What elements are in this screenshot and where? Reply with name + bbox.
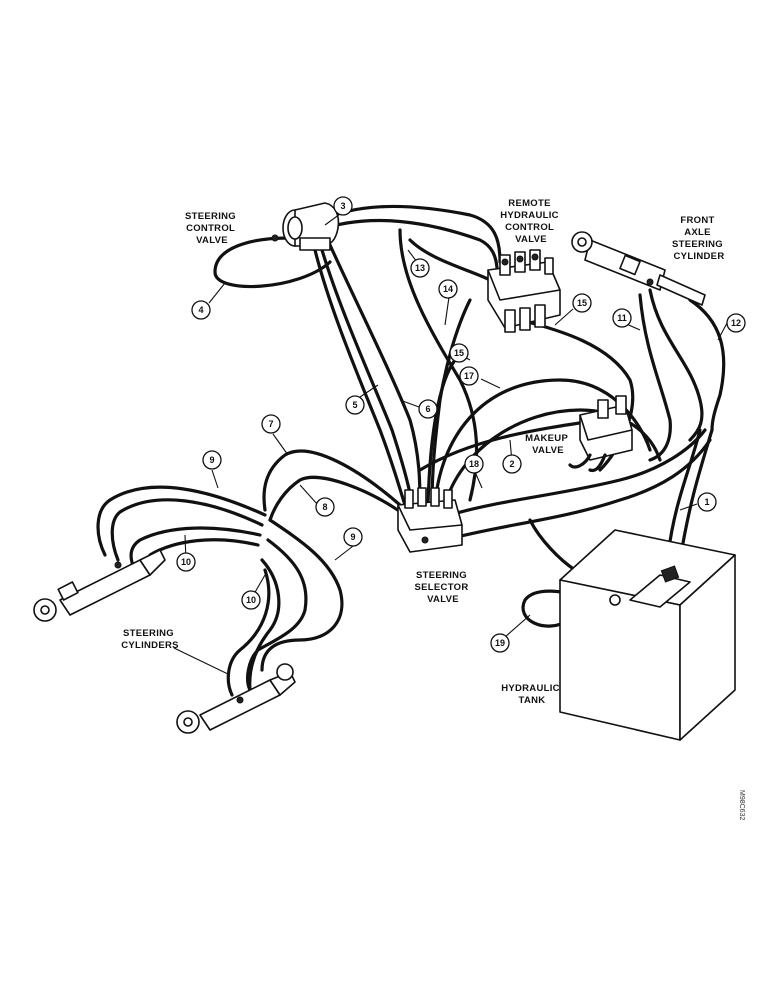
callout-2: 2 (502, 454, 522, 474)
svg-text:9: 9 (350, 532, 355, 542)
callout-10-upper: 10 (176, 552, 196, 572)
label-remote-hydraulic-control-valve: REMOTE HYDRAULIC CONTROL VALVE (500, 198, 562, 245)
svg-text:7: 7 (268, 419, 273, 429)
svg-text:18: 18 (469, 459, 479, 469)
svg-text:17: 17 (464, 371, 474, 381)
label-steering-control-valve: STEERING CONTROL VALVE (185, 211, 239, 246)
svg-text:10: 10 (246, 595, 256, 605)
callout-numbers: 4 3 5 6 7 8 9 9 10 10 13 14 15 15 17 18 … (176, 196, 746, 653)
callout-10-lower: 10 (241, 590, 261, 610)
svg-text:2: 2 (509, 459, 514, 469)
label-makeup-valve: MAKEUP VALVE (525, 433, 571, 456)
callout-5: 5 (345, 395, 365, 415)
component-labels: STEERING CONTROL VALVE REMOTE HYDRAULIC … (121, 198, 726, 706)
svg-text:10: 10 (181, 557, 191, 567)
callout-17: 17 (459, 366, 479, 386)
svg-text:15: 15 (577, 298, 587, 308)
svg-text:11: 11 (617, 313, 627, 323)
steering-cylinder-right-drawing (176, 663, 296, 734)
svg-text:13: 13 (415, 263, 425, 273)
callout-11: 11 (612, 308, 632, 328)
svg-text:12: 12 (731, 318, 741, 328)
figure-code: M98C632 (738, 790, 745, 820)
hose-lines (96, 204, 726, 697)
steering-selector-valve-drawing (397, 487, 463, 553)
makeup-valve-drawing (568, 395, 633, 473)
steering-control-valve-drawing (271, 202, 340, 251)
steering-cylinder-left-drawing (33, 549, 166, 622)
callout-18: 18 (464, 454, 484, 474)
svg-text:19: 19 (495, 638, 505, 648)
label-steering-selector-valve: STEERING SELECTOR VALVE (415, 570, 472, 605)
callout-6: 6 (418, 399, 438, 419)
label-front-axle-steering-cylinder: FRONT AXLE STEERING CYLINDER (672, 215, 726, 262)
label-steering-cylinders: STEERING CYLINDERS (121, 628, 179, 651)
svg-text:1: 1 (704, 497, 709, 507)
callout-16: 15 (572, 293, 592, 313)
svg-text:8: 8 (322, 502, 327, 512)
svg-text:14: 14 (443, 284, 453, 294)
hydraulic-tank-drawing (559, 529, 736, 741)
callout-19: 19 (490, 633, 510, 653)
callout-7: 7 (261, 414, 281, 434)
svg-text:3: 3 (340, 201, 345, 211)
callout-9-upper: 9 (202, 450, 222, 470)
label-hydraulic-tank: HYDRAULIC TANK (501, 683, 563, 706)
callout-9-lower: 9 (343, 527, 363, 547)
callout-12: 12 (726, 313, 746, 333)
callout-15: 15 (449, 343, 469, 363)
callout-14: 14 (438, 279, 458, 299)
svg-text:9: 9 (209, 455, 214, 465)
callout-13: 13 (410, 258, 430, 278)
front-axle-steering-cylinder-drawing (571, 231, 706, 306)
remote-hydraulic-control-valve-drawing (487, 249, 561, 333)
svg-text:6: 6 (425, 404, 430, 414)
callout-4: 4 (191, 300, 211, 320)
callout-8: 8 (315, 497, 335, 517)
svg-text:4: 4 (198, 305, 203, 315)
callout-1: 1 (697, 492, 717, 512)
svg-text:5: 5 (352, 400, 357, 410)
svg-text:15: 15 (454, 348, 464, 358)
callout-3: 3 (333, 196, 353, 216)
